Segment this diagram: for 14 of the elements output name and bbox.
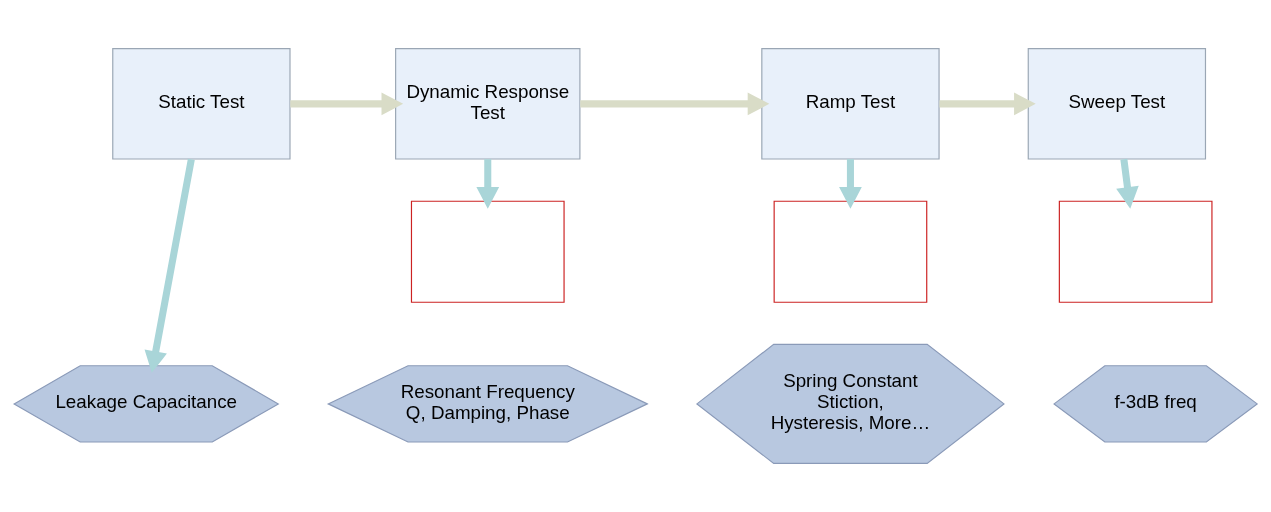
arrow xyxy=(939,92,1036,116)
arrow xyxy=(144,158,195,373)
node-box xyxy=(1058,200,1213,303)
arrow xyxy=(839,159,862,209)
node-box: Ramp Test xyxy=(761,48,940,160)
node-box xyxy=(410,200,565,303)
node-box: Dynamic Response Test xyxy=(395,48,581,160)
arrow xyxy=(476,159,500,209)
node-box xyxy=(773,200,928,303)
arrow xyxy=(580,92,770,116)
node-box: Static Test xyxy=(112,48,291,160)
arrow xyxy=(290,92,404,116)
node-box: Sweep Test xyxy=(1027,48,1207,160)
arrow xyxy=(1116,158,1139,209)
